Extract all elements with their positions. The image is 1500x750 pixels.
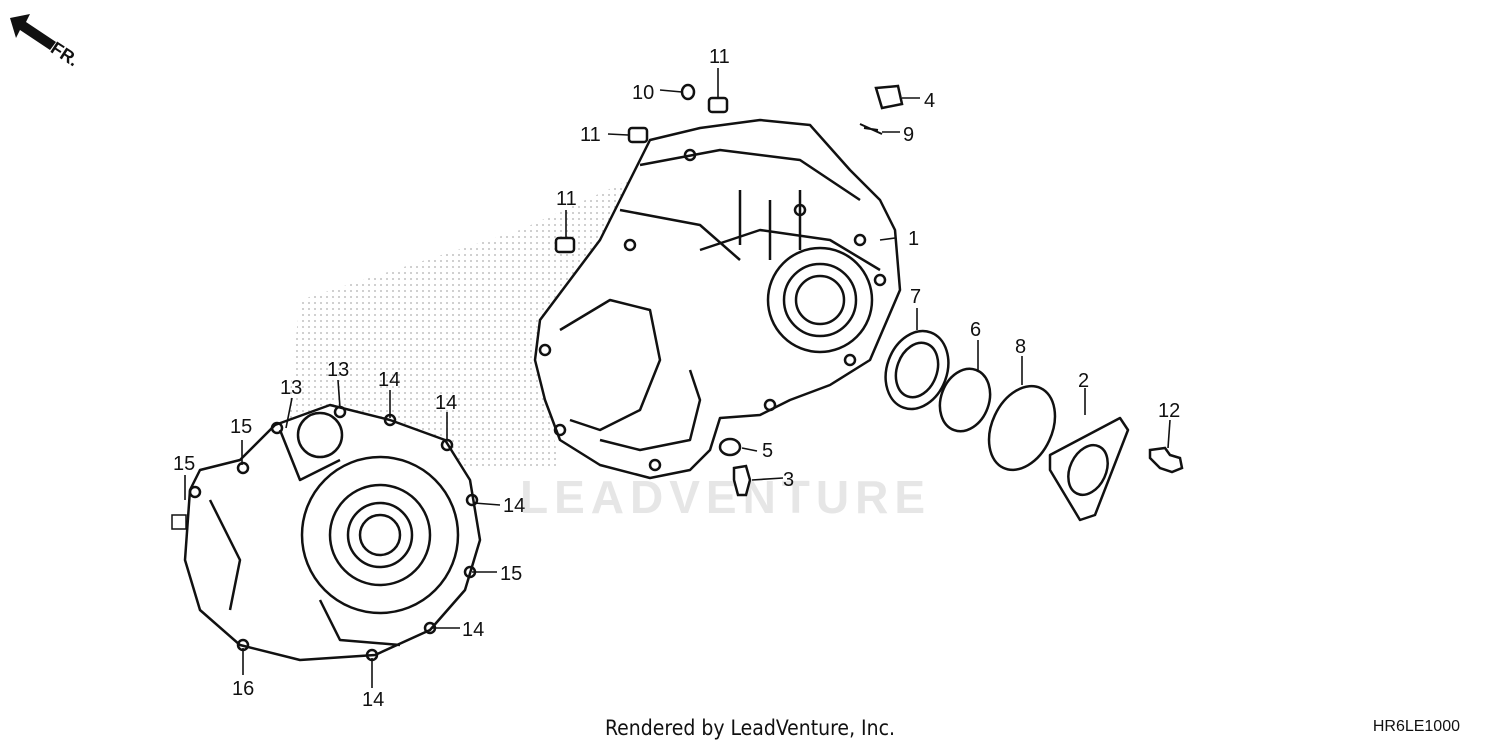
callout-14-lower-right[interactable]: 14 (462, 619, 484, 641)
callout-16[interactable]: 16 (232, 678, 254, 700)
leader-lines (184, 68, 1171, 688)
callout-14-top[interactable]: 14 (378, 369, 400, 391)
o-ring (987, 384, 1057, 472)
cover-plate (1048, 416, 1130, 522)
callout-11-mid[interactable]: 11 (580, 124, 601, 146)
sealing-washer (859, 123, 883, 135)
bearing (884, 329, 950, 411)
washer (680, 83, 696, 101)
callout-10[interactable]: 10 (632, 82, 654, 104)
callout-13-left[interactable]: 13 (280, 377, 302, 399)
callout-9[interactable]: 9 (903, 124, 914, 146)
drain-plug (874, 84, 904, 110)
reference-bracket (171, 514, 187, 530)
callout-14-bottom[interactable]: 14 (362, 689, 384, 711)
watermark: LEADVENTURE (520, 471, 932, 523)
footer-credit: Rendered by LeadVenture, Inc. (605, 716, 895, 740)
callout-13-right[interactable]: 13 (327, 359, 349, 381)
dowel-pin (554, 96, 729, 254)
callout-15-left[interactable]: 15 (173, 453, 195, 475)
callout-2[interactable]: 2 (1078, 370, 1089, 392)
diagram-code: HR6LE1000 (1372, 718, 1460, 735)
callout-14-upper-right[interactable]: 14 (435, 392, 457, 414)
callout-11-low[interactable]: 11 (556, 188, 577, 210)
snap-ring (938, 367, 992, 433)
callout-15-right[interactable]: 15 (500, 563, 522, 585)
callout-15-top[interactable]: 15 (230, 416, 252, 438)
clutch-housing (183, 403, 482, 662)
callout-8[interactable]: 8 (1015, 336, 1026, 358)
callout-5[interactable]: 5 (762, 440, 773, 462)
transmission-case (533, 118, 902, 480)
flange-bolt (1148, 446, 1184, 474)
oil-washer (718, 437, 742, 457)
callout-11-top[interactable]: 11 (709, 46, 730, 68)
front-arrow-icon (10, 14, 56, 50)
callout-1[interactable]: 1 (908, 228, 919, 250)
callout-7[interactable]: 7 (910, 286, 921, 308)
callout-4[interactable]: 4 (924, 90, 935, 112)
callout-12[interactable]: 12 (1158, 400, 1180, 422)
alignment-dot-band (285, 175, 640, 470)
callout-3[interactable]: 3 (783, 469, 794, 491)
callouts: 1 2 3 4 5 6 7 8 9 10 11 11 11 12 13 13 1… (173, 46, 1180, 711)
check-bolt (732, 464, 752, 497)
callout-14-right[interactable]: 14 (503, 495, 525, 517)
callout-6[interactable]: 6 (970, 319, 981, 341)
